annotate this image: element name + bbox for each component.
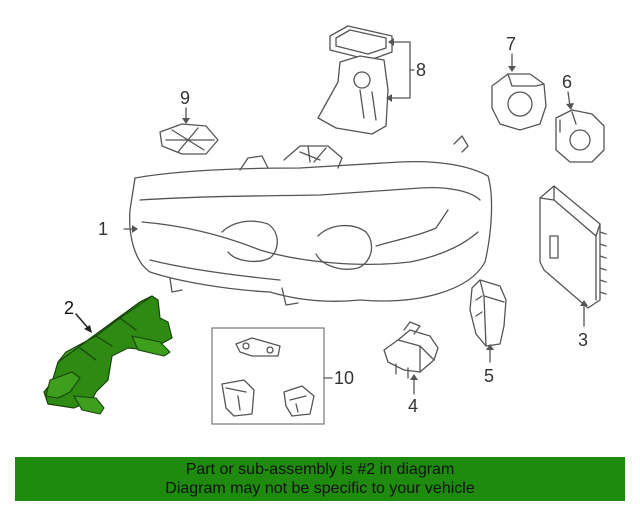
part-1-headlamp-assembly[interactable] xyxy=(129,135,493,306)
arrow-7 xyxy=(508,66,516,72)
banner-line-1: Part or sub-assembly is #2 in diagram xyxy=(185,461,455,478)
callout-9: 9 xyxy=(180,88,190,108)
callout-1: 1 xyxy=(98,219,108,239)
callout-7: 7 xyxy=(506,34,516,54)
callout-8: 8 xyxy=(416,60,426,80)
part-3-control-module[interactable] xyxy=(539,185,607,309)
part-9-dust-cap[interactable] xyxy=(159,123,219,155)
leader-2 xyxy=(75,313,89,329)
part-5-light-module[interactable] xyxy=(469,279,507,347)
leader-8 xyxy=(391,41,415,99)
part-8-beam-module[interactable] xyxy=(317,25,393,135)
arrow-8a xyxy=(388,38,394,46)
arrow-8b xyxy=(386,94,392,102)
part-6-bulb-socket[interactable] xyxy=(555,109,605,163)
arrow-1 xyxy=(132,225,138,233)
exploded-parts-diagram: 1 2 3 4 5 xyxy=(43,25,607,425)
arrow-4 xyxy=(410,374,418,380)
arrow-9 xyxy=(182,118,190,124)
part-7-actuator[interactable] xyxy=(491,73,547,131)
arrow-6 xyxy=(566,103,574,110)
banner-line-2: Diagram may not be specific to your vehi… xyxy=(165,480,475,497)
callout-6: 6 xyxy=(562,72,572,92)
arrow-5 xyxy=(486,344,494,350)
arrow-2 xyxy=(84,325,92,333)
callout-3: 3 xyxy=(578,330,588,350)
part-2-mounting-bracket[interactable] xyxy=(43,295,173,415)
part-4-led-driver[interactable] xyxy=(383,321,439,379)
callout-10: 10 xyxy=(334,368,354,388)
callout-4: 4 xyxy=(408,396,418,416)
callout-2: 2 xyxy=(64,298,74,318)
part-10-repair-kit[interactable] xyxy=(211,327,325,425)
arrow-3 xyxy=(580,300,588,306)
info-banner: Part or sub-assembly is #2 in diagram Di… xyxy=(15,457,625,501)
callout-5: 5 xyxy=(484,366,494,386)
